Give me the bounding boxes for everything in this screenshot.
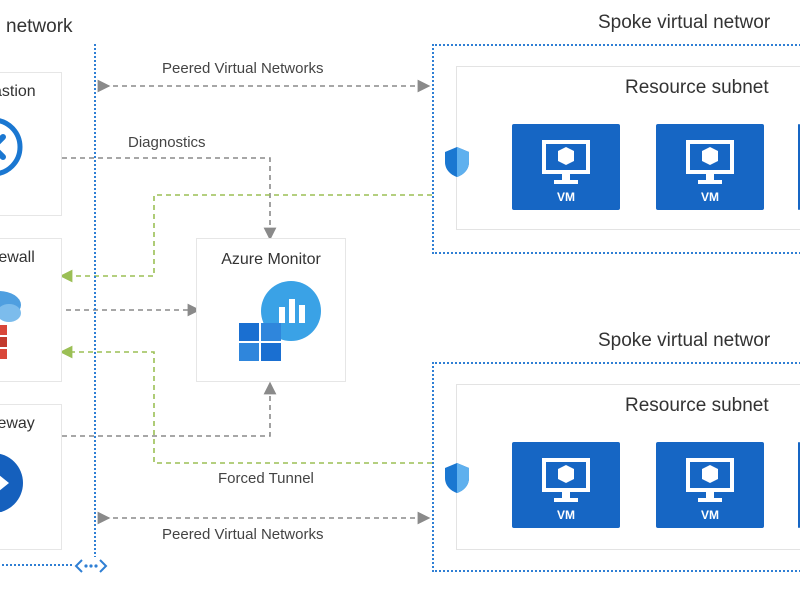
peered-top-label: Peered Virtual Networks (162, 60, 324, 77)
spoke-1-shield-icon (445, 147, 469, 177)
firewall-icon (0, 291, 21, 359)
spoke-2-boundary (432, 362, 800, 572)
azure-monitor-title: Azure Monitor (221, 251, 321, 268)
spoke-1-boundary (432, 44, 800, 254)
spoke-2-subnet-label: Resource subnet (625, 395, 769, 416)
firewall-card[interactable]: rewall (0, 238, 62, 382)
vm-monitor-icon (686, 140, 734, 184)
gateway-icon (0, 453, 23, 513)
bastion-label: astion (0, 83, 36, 100)
spoke-1-subnet-label: Resource subnet (625, 77, 769, 98)
diagnostics-label: Diagnostics (128, 134, 206, 151)
vm-monitor-icon (686, 458, 734, 502)
gateway-monitor-arrow (62, 381, 277, 437)
spoke-2-vm-2[interactable]: VM (656, 442, 764, 528)
spoke-2-shield-icon (445, 463, 469, 493)
vm-monitor-icon (542, 458, 590, 502)
spoke-2-title: Spoke virtual networ (598, 330, 771, 351)
spoke-2-vm-3-partial[interactable] (798, 442, 800, 528)
green-spoke2-arrow (59, 345, 432, 464)
spoke-1-vm-3-partial[interactable] (798, 124, 800, 210)
vm-label: VM (701, 190, 719, 204)
vm-label: VM (557, 190, 575, 204)
spoke-1-vm-2[interactable]: VM (656, 124, 764, 210)
spoke-2-vm-1[interactable]: VM (512, 442, 620, 528)
azure-monitor-card[interactable]: Azure Monitor (196, 238, 346, 382)
vm-label: VM (701, 508, 719, 522)
diagnostics-arrow (62, 157, 277, 241)
peered-bottom-label: Peered Virtual Networks (162, 526, 324, 543)
vm-label: VM (557, 508, 575, 522)
green-spoke1-arrow (59, 194, 432, 283)
hub-network-boundary (0, 44, 96, 566)
bastion-icon (0, 118, 23, 176)
gateway-label: teway (0, 415, 35, 432)
vm-monitor-icon (542, 140, 590, 184)
forced-tunnel-label: Forced Tunnel (218, 470, 314, 487)
bastion-card[interactable]: astion (0, 72, 62, 216)
azure-monitor-icon (239, 281, 321, 361)
firewall-label: rewall (0, 249, 35, 266)
hub-network-title: network (6, 16, 73, 37)
gateway-card[interactable]: teway (0, 404, 62, 550)
spoke-1-vm-1[interactable]: VM (512, 124, 620, 210)
peering-connector-icon (74, 557, 108, 575)
spoke-1-title: Spoke virtual networ (598, 12, 771, 33)
